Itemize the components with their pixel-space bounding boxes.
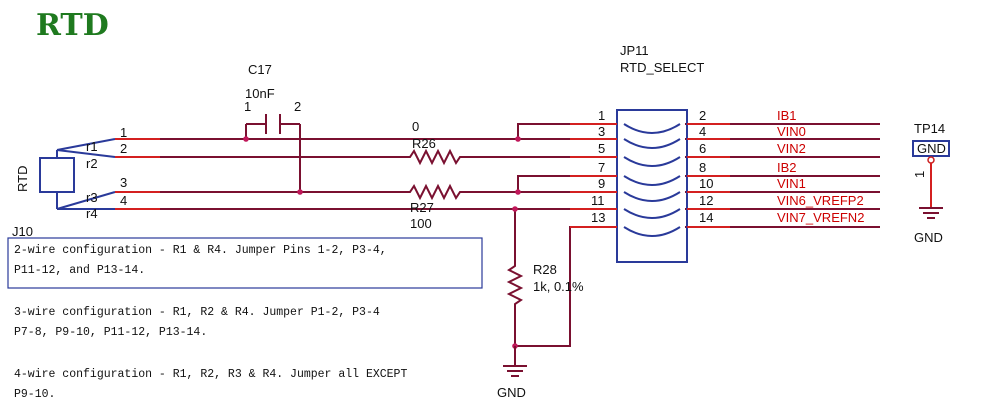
jp11-pin-4: 4	[699, 124, 706, 139]
jumper-header-jp11: JP11 RTD_SELECT 1 3 5 7 9 1	[570, 43, 730, 263]
c17-ref: C17	[248, 62, 272, 77]
j10-pin-r1: r1	[86, 139, 98, 154]
junction-dots	[243, 136, 521, 349]
gnd-label-bottom: GND	[497, 385, 526, 400]
junction-dot	[515, 136, 521, 142]
jp11-pin-11: 11	[591, 193, 605, 208]
capacitor-c17: C17 10nF 1 2	[244, 62, 301, 134]
r28-value: 1k, 0.1%	[533, 279, 584, 294]
c17-pin2: 2	[294, 99, 301, 114]
tp14-gnd-label: GND	[917, 141, 946, 156]
jp11-pin-6: 6	[699, 141, 706, 156]
j10-ref: J10	[12, 224, 33, 239]
jp11-pin-13: 13	[591, 210, 605, 225]
junction-dot	[297, 189, 303, 195]
note-4wire-line1: 4-wire configuration - R1, R2, R3 & R4. …	[14, 368, 407, 381]
jp11-pin-9: 9	[598, 176, 605, 191]
net-label-vin2: VIN2	[777, 141, 806, 156]
j10-pin-number-1: 1	[120, 125, 127, 140]
j10-pin-r2: r2	[86, 156, 98, 171]
jp11-name: RTD_SELECT	[620, 60, 704, 75]
r27-ref: R27	[410, 200, 434, 215]
jp11-body	[616, 109, 688, 263]
jp11-pin-12: 12	[699, 193, 713, 208]
jp11-pin-10: 10	[699, 176, 713, 191]
tp14-gnd: GND	[914, 230, 943, 245]
junction-dot	[515, 189, 521, 195]
net-labels: IB1 VIN0 VIN2 IB2 VIN1 VIN6_VREFP2 VIN7_…	[777, 108, 864, 225]
r27-value: 100	[410, 216, 432, 231]
c17-value: 10nF	[245, 86, 275, 101]
net-label-vin7-vrefn2: VIN7_VREFN2	[777, 210, 864, 225]
j10-pin-r3: r3	[86, 190, 98, 205]
net-label-vin0: VIN0	[777, 124, 806, 139]
junction-dot	[243, 136, 249, 142]
jp11-pin-14: 14	[699, 210, 713, 225]
tp14-pin-number: 1	[912, 171, 927, 178]
net-label-vin6-vrefp2: VIN6_VREFP2	[777, 193, 864, 208]
j10-pin-number-3: 3	[120, 175, 127, 190]
jp11-pin-5: 5	[598, 141, 605, 156]
junction-dot	[512, 206, 518, 212]
test-point-tp14: TP14 GND 1 GND	[912, 121, 950, 245]
jp11-pin-8: 8	[699, 160, 706, 175]
note-2wire-line2: P11-12, and P13-14.	[14, 264, 145, 277]
note-highlight-box	[7, 237, 483, 289]
net-label-vin1: VIN1	[777, 176, 806, 191]
net-label-ib1: IB1	[777, 108, 797, 123]
jp11-ref: JP11	[620, 43, 649, 58]
configuration-notes: 2-wire configuration - R1 & R4. Jumper P…	[7, 237, 483, 401]
r26-value: 0	[412, 119, 419, 134]
c17-pin1: 1	[244, 99, 251, 114]
jp11-pin-7: 7	[598, 160, 605, 175]
jp11-pin-1: 1	[598, 108, 605, 123]
j10-pin-number-4: 4	[120, 193, 127, 208]
rtd-label: RTD	[15, 166, 30, 192]
note-2wire-line1: 2-wire configuration - R1 & R4. Jumper P…	[14, 244, 387, 257]
r28-ref: R28	[533, 262, 557, 277]
jp11-pin-3: 3	[598, 124, 605, 139]
note-3wire-line1: 3-wire configuration - R1, R2 & R4. Jump…	[14, 306, 380, 319]
note-3wire-line2: P7-8, P9-10, P11-12, P13-14.	[14, 326, 207, 339]
resistor-r28: R28 1k, 0.1%	[506, 262, 584, 308]
resistor-r26: 0 R26	[405, 119, 465, 166]
tp14-body	[912, 140, 950, 157]
tp14-ref: TP14	[914, 121, 945, 136]
net-label-ib2: IB2	[777, 160, 797, 175]
note-4wire-line2: P9-10.	[14, 388, 55, 401]
resistor-r27: R27 100	[405, 183, 465, 231]
jp11-pin-2: 2	[699, 108, 706, 123]
rtd-connector-j10: RTD J10 r1 r2 r3 r4 1 2 3 4	[12, 125, 127, 239]
j10-pin-r4: r4	[86, 206, 98, 221]
rtd-element-body	[39, 157, 75, 193]
j10-pin-number-2: 2	[120, 141, 127, 156]
r26-ref: R26	[412, 136, 436, 151]
ground-symbol-bottom: GND	[497, 346, 527, 400]
page-title: RTD	[36, 8, 109, 43]
